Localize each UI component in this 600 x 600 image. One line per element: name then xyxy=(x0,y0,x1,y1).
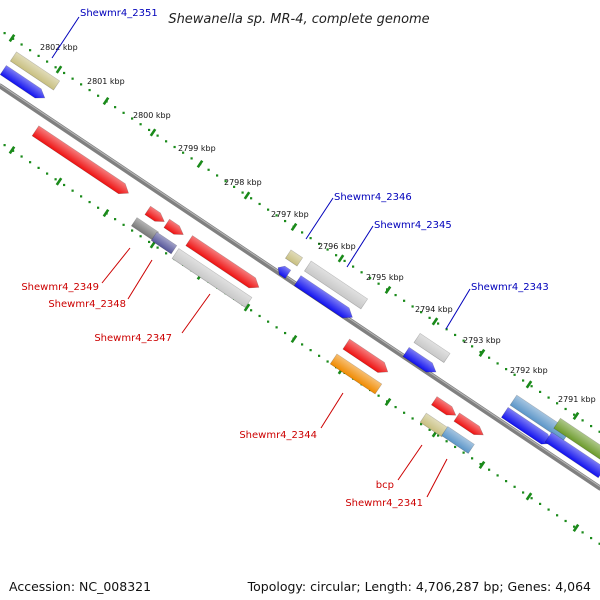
gene-label-shewmr4-2343[interactable]: Shewmr4_2343 xyxy=(471,282,549,293)
gene-label-shewmr4-2345[interactable]: Shewmr4_2345 xyxy=(374,220,452,231)
genome-stats-text: Topology: circular; Length: 4,706,287 bp… xyxy=(247,579,591,594)
gene-shewmr4-2348[interactable] xyxy=(150,231,178,255)
tick-label-2798: 2798 kbp xyxy=(224,178,262,187)
gene-shewmr4-2344[interactable] xyxy=(329,353,383,395)
callout-line-2347 xyxy=(181,293,211,334)
gene-cds-2795[interactable] xyxy=(293,275,356,323)
gene-bcp[interactable] xyxy=(419,412,449,438)
gene-red-2797-a[interactable] xyxy=(144,205,167,225)
tick-label-2797: 2797 kbp xyxy=(271,210,309,219)
tick-label-2792: 2792 kbp xyxy=(510,366,548,375)
gene-label-shewmr4-2348[interactable]: Shewmr4_2348 xyxy=(48,299,126,310)
callout-line-2345 xyxy=(346,225,374,268)
tick-label-2794: 2794 kbp xyxy=(415,305,453,314)
callout-line-2348 xyxy=(127,259,153,300)
gene-red-2796[interactable] xyxy=(185,235,262,293)
tick-label-2795: 2795 kbp xyxy=(366,273,404,282)
tick-label-2800: 2800 kbp xyxy=(133,111,171,120)
gene-label-shewmr4-2344[interactable]: Shewmr4_2344 xyxy=(239,430,317,441)
callout-line-2351 xyxy=(51,16,80,59)
gene-cds-2790[interactable] xyxy=(544,431,600,479)
gene-red-2791-a[interactable] xyxy=(431,396,458,420)
gene-labels: Shewmr4_2351 Shewmr4_2346 Shewmr4_2345 S… xyxy=(21,8,548,509)
gene-shewmr4-2346[interactable] xyxy=(284,249,304,267)
tick-rail-lower xyxy=(3,144,600,545)
tick-label-2799: 2799 kbp xyxy=(178,144,216,153)
gene-shewmr4-2343[interactable] xyxy=(413,332,451,364)
callout-line-2346 xyxy=(305,197,334,240)
gene-cds-2802-a[interactable] xyxy=(0,65,48,103)
gene-green-2790[interactable] xyxy=(553,417,600,463)
gene-red-2791-b[interactable] xyxy=(453,412,486,439)
gene-label-shewmr4-2341[interactable]: Shewmr4_2341 xyxy=(345,498,423,509)
callout-lines xyxy=(51,16,471,498)
map-title: Shewanella sp. MR-4, complete genome xyxy=(168,12,429,27)
gene-red-2793[interactable] xyxy=(342,338,391,377)
tick-label-2801: 2801 kbp xyxy=(87,77,125,86)
tick-rail-upper xyxy=(3,32,600,433)
gene-red-2797-b[interactable] xyxy=(163,218,186,238)
callout-line-bcp xyxy=(397,444,423,481)
callout-line-2343 xyxy=(445,288,471,330)
gene-shewmr4-2347[interactable] xyxy=(171,248,253,308)
tick-label-2796: 2796 kbp xyxy=(318,242,356,251)
gene-label-shewmr4-2346[interactable]: Shewmr4_2346 xyxy=(334,192,412,203)
callout-line-2341 xyxy=(426,458,448,498)
gene-features xyxy=(0,51,600,479)
gene-cds-2791-a[interactable] xyxy=(500,407,554,448)
gene-label-bcp[interactable]: bcp xyxy=(376,480,394,491)
callout-line-2344 xyxy=(320,392,344,429)
gene-shewmr4-2341[interactable] xyxy=(441,426,475,454)
gene-red-2800[interactable] xyxy=(31,125,132,198)
tick-label-2793: 2793 kbp xyxy=(463,336,501,345)
accession-text: Accession: NC_008321 xyxy=(9,579,152,594)
gene-shewmr4-2345[interactable] xyxy=(303,260,369,310)
tick-label-2791: 2791 kbp xyxy=(558,395,596,404)
gene-cds-2793[interactable] xyxy=(402,346,439,376)
callout-line-2349 xyxy=(101,247,131,284)
gene-shewmr4-2351[interactable] xyxy=(9,51,61,91)
tick-labels: 2802 kbp 2801 kbp 2800 kbp 2799 kbp 2798… xyxy=(40,43,596,404)
gene-label-shewmr4-2349[interactable]: Shewmr4_2349 xyxy=(21,282,99,293)
gene-label-shewmr4-2347[interactable]: Shewmr4_2347 xyxy=(94,333,172,344)
gene-label-shewmr4-2351[interactable]: Shewmr4_2351 xyxy=(80,8,158,19)
gene-cds-2796[interactable] xyxy=(275,264,292,279)
